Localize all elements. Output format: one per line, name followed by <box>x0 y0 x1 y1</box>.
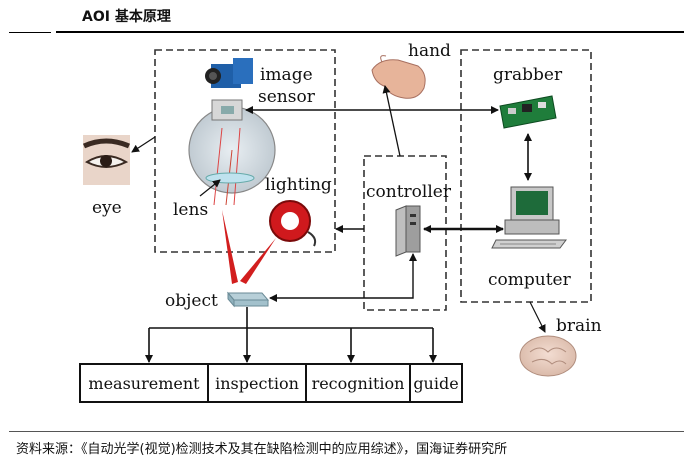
arrow-controller-hand <box>382 85 401 157</box>
controller-label: controller <box>366 182 452 202</box>
brain-icon <box>519 335 577 377</box>
ring-light-icon <box>269 200 317 247</box>
computer-dashed-box <box>460 49 592 303</box>
output-inspection: inspection <box>215 374 299 393</box>
controller-icon <box>395 205 421 257</box>
grabber-card-icon <box>499 95 557 129</box>
beam-right <box>240 238 276 284</box>
header-rule-short <box>9 32 51 33</box>
grabber-label: grabber <box>493 65 563 85</box>
object-icon <box>226 291 270 308</box>
footer-rule <box>9 431 684 432</box>
header-rule <box>56 31 684 33</box>
computer-icon <box>491 186 567 249</box>
output-guide: guide <box>413 374 458 393</box>
output-recognition: recognition <box>312 374 405 393</box>
vision-dashed-box <box>154 49 336 253</box>
arrow-box-to-eye <box>131 136 156 153</box>
outputs-frame <box>79 363 463 403</box>
page-title: AOI 基本原理 <box>82 9 171 25</box>
camera-icon <box>205 58 253 88</box>
controller-dashed-box <box>363 155 447 311</box>
computer-label: computer <box>488 270 572 290</box>
lighting-label: lighting <box>265 175 332 195</box>
image-sensor-label-2: sensor <box>258 87 316 107</box>
eye-label: eye <box>92 198 122 218</box>
lens-label: lens <box>173 200 208 220</box>
object-label: object <box>165 291 218 311</box>
arrow-controller-object <box>269 253 417 302</box>
image-sensor-label-1: image <box>260 65 313 85</box>
eyeball-schematic <box>188 106 276 206</box>
lens-pointer <box>199 179 221 197</box>
source-note: 资料来源：《自动光学(视觉)检测技术及其在缺陷检测中的应用综述》，国海证券研究所 <box>16 442 508 457</box>
sensor-chip-icon <box>211 99 243 121</box>
arrow-computer-brain <box>529 301 546 333</box>
eye-photo <box>82 135 130 185</box>
brain-label: brain <box>556 316 602 336</box>
output-measurement: measurement <box>88 374 200 393</box>
hand-label: hand <box>408 41 451 61</box>
beam-left <box>222 210 238 284</box>
hand-icon <box>371 55 426 99</box>
